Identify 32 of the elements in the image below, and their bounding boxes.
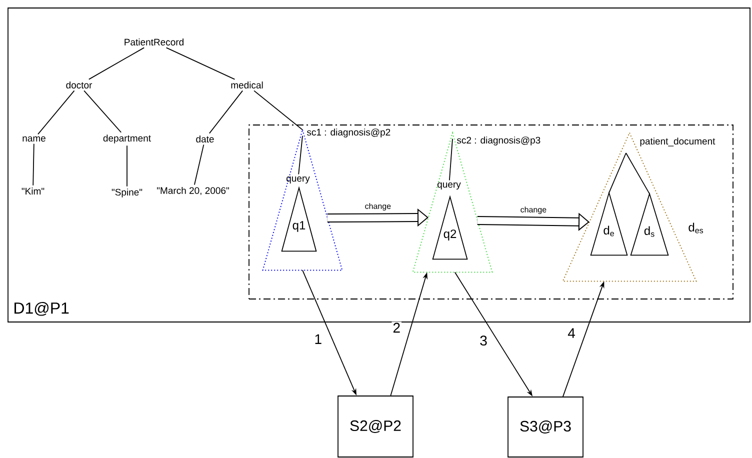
process-box: S3@P3 <box>508 396 584 458</box>
edge-label: 2 <box>392 322 402 334</box>
tree-label: PatientRecord <box>124 38 184 46</box>
tree-label: query <box>286 176 310 184</box>
tree-line <box>254 90 303 130</box>
tree-line <box>166 47 236 80</box>
tree-line <box>298 135 303 175</box>
edge-label: change <box>364 202 392 212</box>
tree-label: medical <box>231 82 263 88</box>
edge-label: 1 <box>313 333 324 345</box>
tree-label: "Spine" <box>112 188 142 198</box>
edge-label: 3 <box>478 334 488 347</box>
tree-line <box>84 90 122 133</box>
tree-line <box>32 143 34 186</box>
tree-label: doctor <box>66 82 92 88</box>
tree-label: "March 20, 2006" <box>157 186 229 196</box>
tree-label: name <box>22 136 46 142</box>
tree-line <box>194 144 204 186</box>
edge-label: 4 <box>566 327 576 339</box>
tree-label: date <box>196 136 214 142</box>
tree-line <box>88 47 145 80</box>
edge-label: change <box>519 206 548 216</box>
tree-line <box>126 145 128 187</box>
tree-line <box>208 90 244 134</box>
tree-label: query <box>438 182 461 190</box>
process-box: S2@P2 <box>338 396 414 458</box>
tree-line <box>38 90 75 135</box>
tree-label: "Kim" <box>22 188 44 194</box>
tree-line <box>626 152 650 194</box>
tree-label: department <box>103 134 151 144</box>
tree-line <box>448 138 453 181</box>
side-label: d$_{es}$ <box>688 222 704 234</box>
